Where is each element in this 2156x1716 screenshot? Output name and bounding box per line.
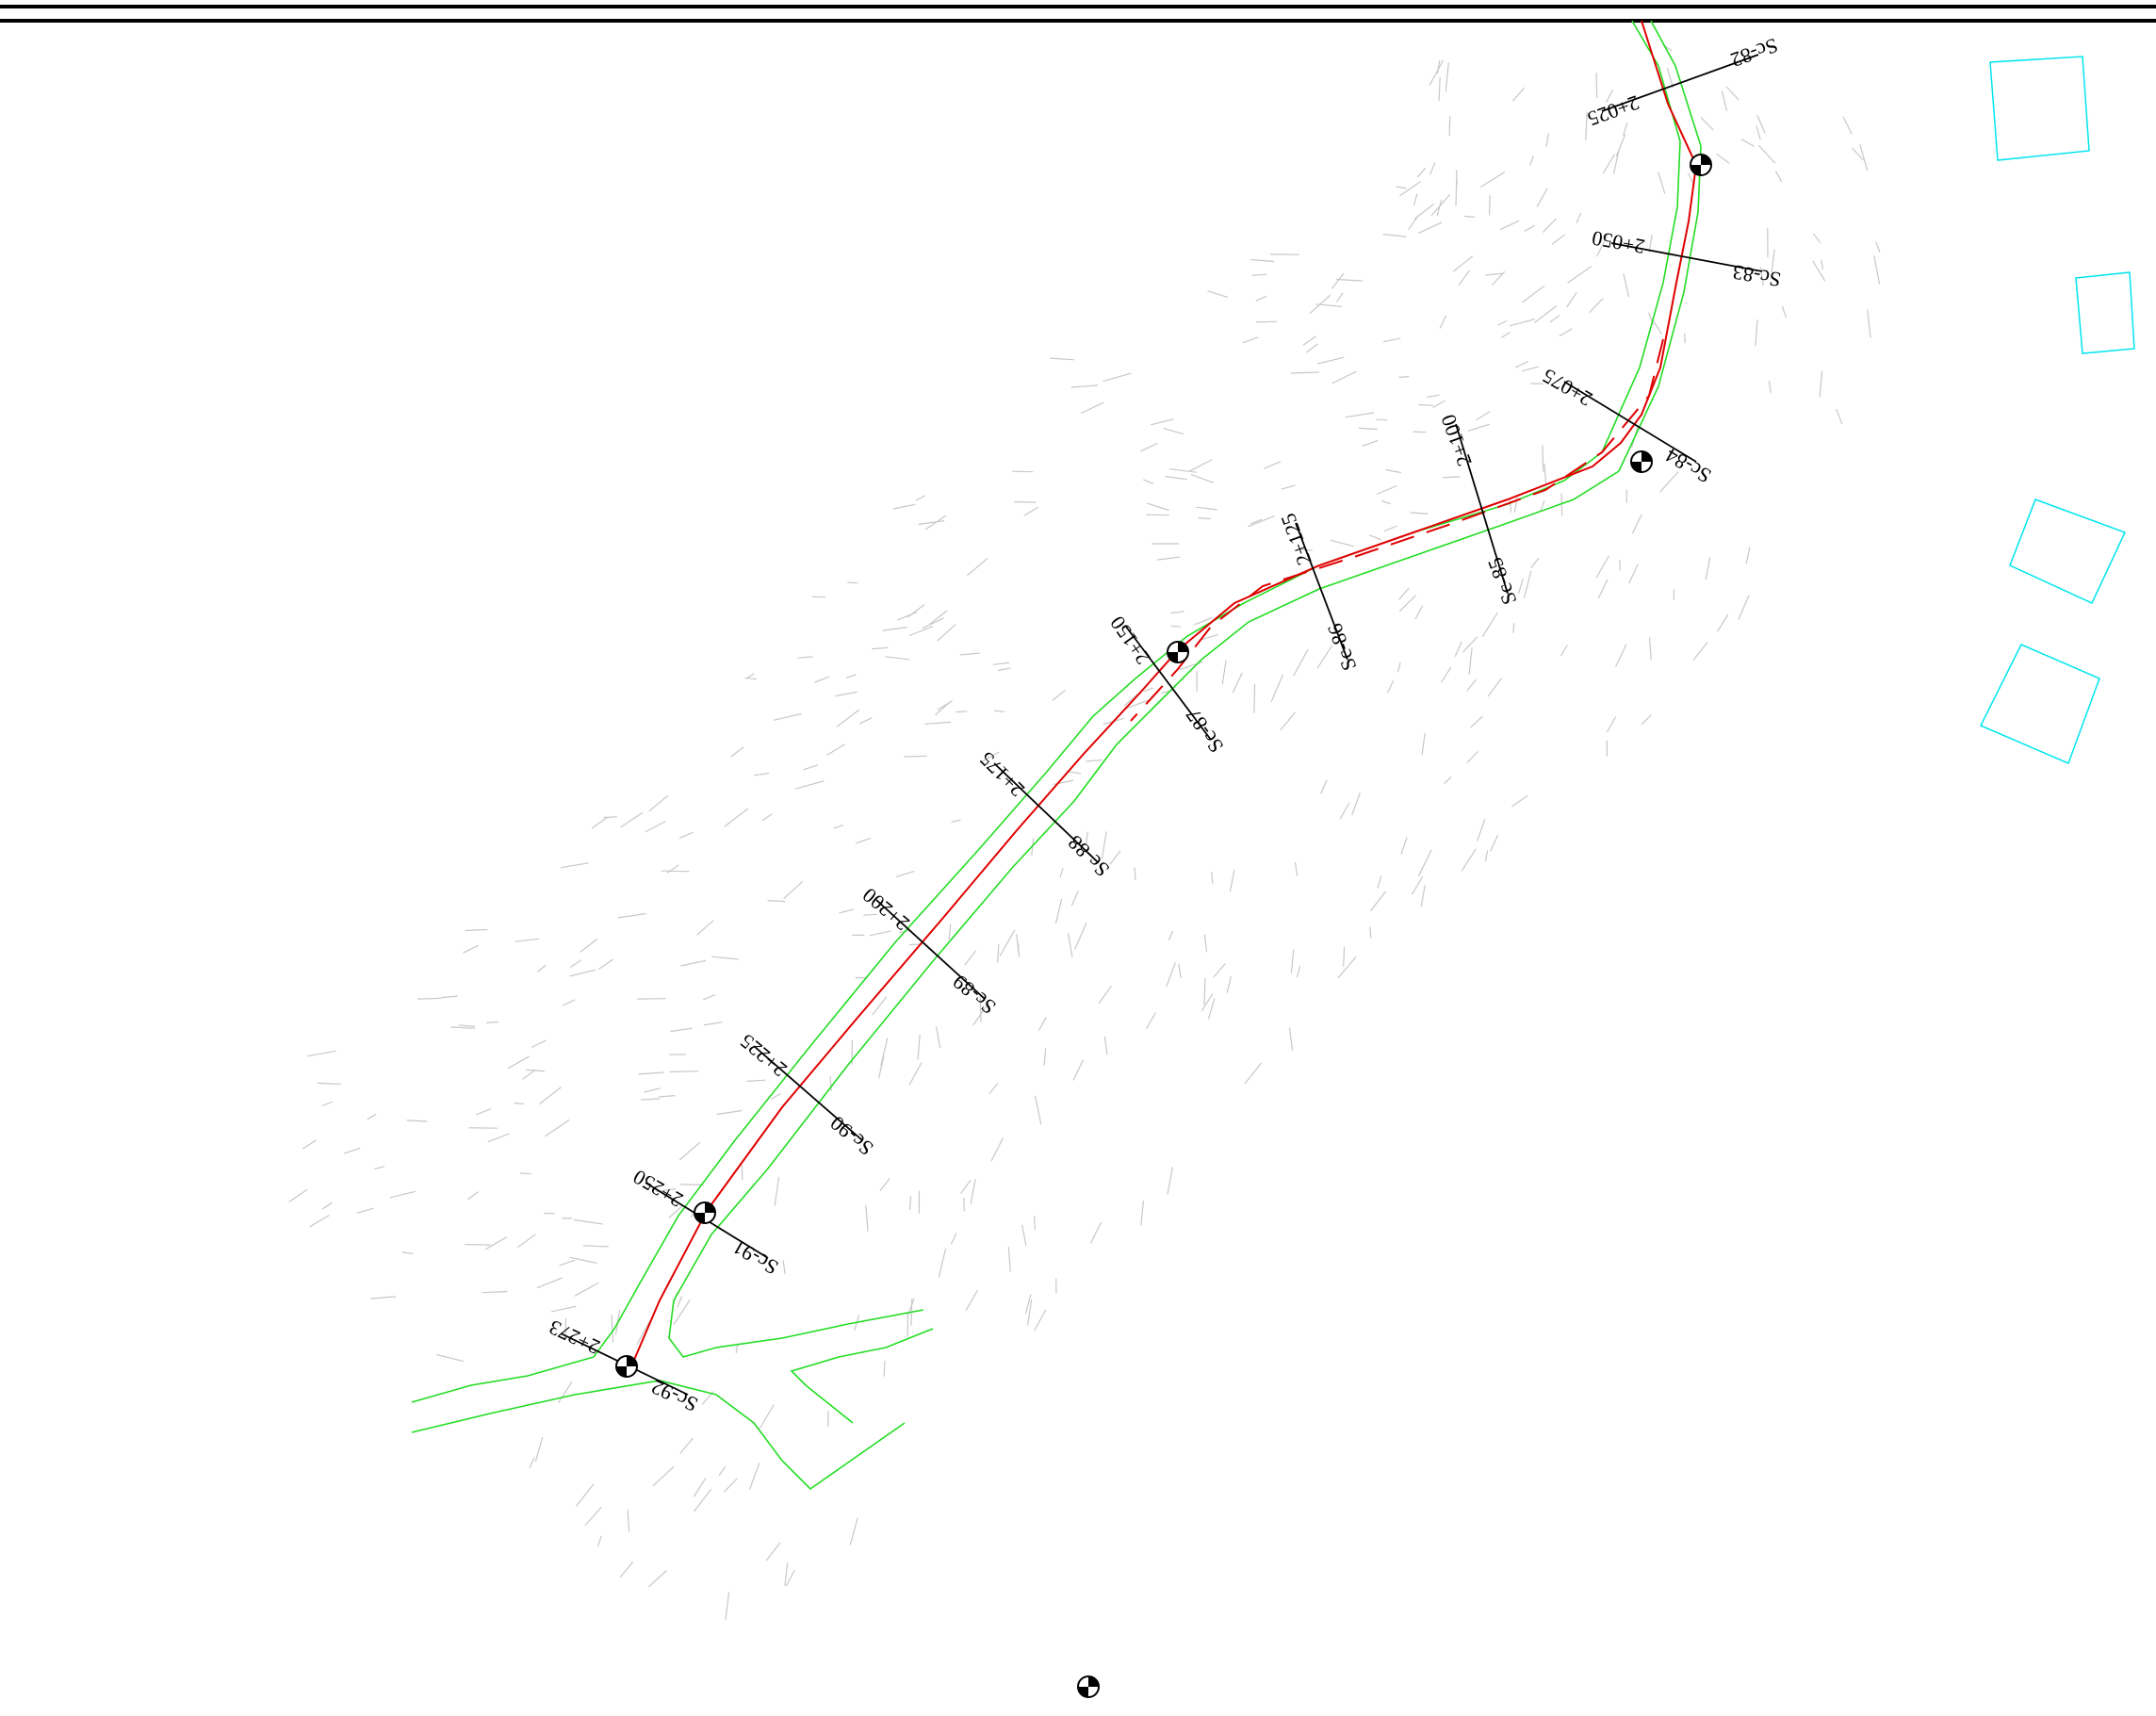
- boundary-right: [668, 20, 1702, 1358]
- structures: [1979, 56, 2135, 765]
- section-line: [1125, 626, 1212, 741]
- axis-main: [630, 20, 1698, 1367]
- section-line: [1295, 522, 1348, 661]
- survey-benchmark-icon: [1077, 1675, 1100, 1698]
- survey-points: [615, 154, 1712, 1698]
- title-frame: [0, 5, 2156, 23]
- section-line: [993, 762, 1099, 863]
- survey-benchmark-icon: [615, 1355, 638, 1378]
- structure-2: [2075, 271, 2135, 354]
- survey-benchmark-icon: [1167, 641, 1189, 663]
- structure-3: [2009, 498, 2127, 604]
- section-line: [875, 899, 986, 1000]
- survey-benchmark-icon: [1630, 450, 1653, 473]
- section-line: [1563, 381, 1697, 463]
- road-axis: [630, 20, 1698, 1367]
- axis-dashed: [1130, 338, 1664, 722]
- survey-benchmark-icon: [1690, 154, 1712, 176]
- structure-4: [1979, 644, 2100, 765]
- structure-1: [1989, 56, 2090, 161]
- section-line: [1601, 54, 1759, 112]
- survey-benchmark-icon: [694, 1201, 716, 1224]
- section-line: [1610, 242, 1763, 272]
- boundary-lower-1: [411, 1380, 906, 1491]
- boundary-lower-2: [790, 1328, 934, 1424]
- section-line: [753, 1045, 863, 1141]
- section-line: [1455, 423, 1509, 595]
- boundary-left-spur: [411, 1356, 595, 1403]
- terrain-hatching: [288, 43, 1881, 1621]
